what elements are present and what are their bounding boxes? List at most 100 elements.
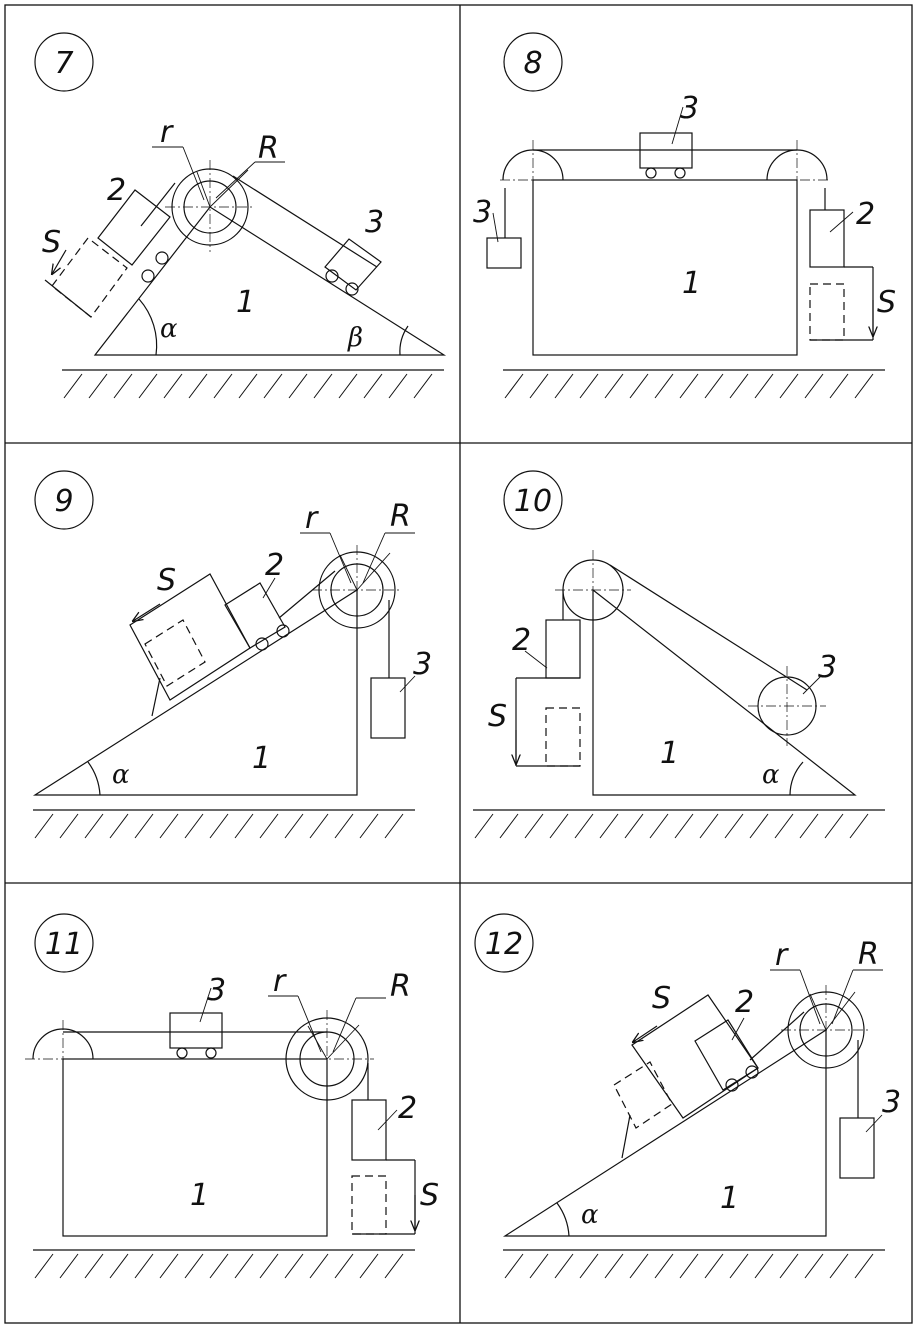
ropes: [562, 564, 808, 691]
label-S: S: [877, 285, 896, 320]
body-2-block: [516, 619, 581, 767]
hatched-ground-icon: [33, 1249, 415, 1279]
wheel-icon: [176, 1047, 188, 1059]
label-R: R: [390, 499, 411, 534]
hatched-ground-icon: [473, 809, 885, 839]
ropes: [63, 1031, 369, 1100]
body-3-roller: [748, 666, 826, 746]
label-2: 2: [856, 197, 875, 232]
label-1: 1: [720, 1181, 739, 1216]
hatched-ground-icon: [503, 369, 885, 399]
displacement-arrow-icon: [633, 1025, 658, 1042]
wheel-icon: [255, 637, 269, 651]
variant-number-badge: 7: [34, 32, 94, 92]
leaders: [199, 987, 398, 1131]
variant-number: 10: [514, 484, 552, 519]
body-1-block: [532, 179, 798, 356]
body-3-hanging: [486, 237, 522, 269]
wheel-icon: [325, 269, 339, 283]
leaders: [262, 532, 416, 693]
label-3: 3: [818, 650, 837, 685]
body-3-cart: [639, 132, 693, 179]
body-3-block: [370, 677, 406, 739]
wheel-icon: [725, 1078, 739, 1092]
body-3-cart: [324, 238, 382, 296]
double-pulley-icon: [781, 985, 871, 1075]
hatched-ground-icon: [503, 1249, 885, 1279]
variant-number-badge: 8: [503, 32, 563, 92]
label-r: r: [305, 501, 319, 536]
wheel-icon: [141, 269, 155, 283]
label-2: 2: [735, 985, 754, 1020]
label-S: S: [157, 563, 176, 598]
label-S: S: [488, 699, 507, 734]
alpha-arc: [138, 298, 158, 356]
label-3: 3: [207, 973, 226, 1008]
label-3: 3: [882, 1085, 901, 1120]
label-1: 1: [682, 266, 701, 301]
variant-number-badge: 12: [474, 913, 534, 973]
label-2: 2: [398, 1091, 417, 1126]
wheel-icon: [745, 1065, 759, 1079]
wheel-icon: [645, 167, 657, 179]
body-2-block: [129, 573, 290, 717]
variant-number: 9: [54, 484, 73, 519]
label-3: 3: [365, 205, 384, 240]
ropes: [278, 570, 390, 678]
hatched-ground-icon: [62, 369, 444, 399]
variant-number: 8: [523, 46, 542, 81]
double-pulley-icon: [555, 550, 631, 630]
alpha-arc: [789, 761, 804, 796]
label-3: 3: [680, 91, 699, 126]
double-pulley-icon: [312, 545, 402, 635]
label-2: 2: [512, 623, 531, 658]
variant-8-panel: 8: [473, 32, 896, 399]
body-2-block: [44, 189, 171, 318]
label-alpha: α: [762, 760, 780, 790]
body-1-prism: [93, 206, 447, 356]
body-1-prism: [592, 588, 857, 796]
wheel-icon: [674, 167, 686, 179]
alpha-arc: [87, 761, 101, 796]
ropes: [504, 149, 826, 238]
double-pulley-icon: [165, 160, 255, 252]
label-1: 1: [252, 741, 271, 776]
label-S: S: [420, 1178, 439, 1213]
wheel-icon: [205, 1047, 217, 1059]
variant-12-panel: 12: [474, 913, 901, 1279]
label-1: 1: [190, 1178, 209, 1213]
wheel-icon: [276, 624, 290, 638]
displacement-arrow-icon: [52, 249, 67, 274]
variant-number: 7: [54, 46, 73, 81]
body-2-block: [809, 209, 873, 341]
label-r: r: [160, 115, 174, 150]
wheel-icon: [345, 282, 359, 296]
label-R: R: [258, 131, 279, 166]
body-2-block: [351, 1099, 415, 1235]
label-1: 1: [660, 736, 679, 771]
variant-number-badge: 9: [34, 470, 94, 530]
label-1: 1: [236, 285, 255, 320]
label-S: S: [42, 225, 61, 260]
label-R: R: [390, 969, 411, 1004]
body-3-block: [839, 1117, 875, 1179]
wheel-icon: [155, 251, 169, 265]
label-3: 3: [413, 647, 432, 682]
variant-9-panel: 9: [32, 470, 432, 839]
label-2: 2: [107, 173, 126, 208]
variant-number-badge: 10: [503, 470, 563, 530]
body-1-prism: [502, 1028, 827, 1237]
leaders: [152, 146, 285, 201]
variant-11-panel: 11: [25, 913, 439, 1279]
sheet-frame: [4, 4, 913, 1324]
body-2-block: [613, 994, 759, 1159]
label-r: r: [273, 964, 287, 999]
label-R: R: [858, 937, 879, 972]
label-r: r: [775, 938, 789, 973]
body-1-block: [62, 1058, 328, 1237]
variant-number-badge: 11: [34, 913, 94, 973]
body-1-prism: [32, 588, 358, 796]
label-alpha: α: [112, 760, 130, 790]
ropes: [140, 175, 378, 268]
label-alpha: α: [581, 1200, 599, 1230]
